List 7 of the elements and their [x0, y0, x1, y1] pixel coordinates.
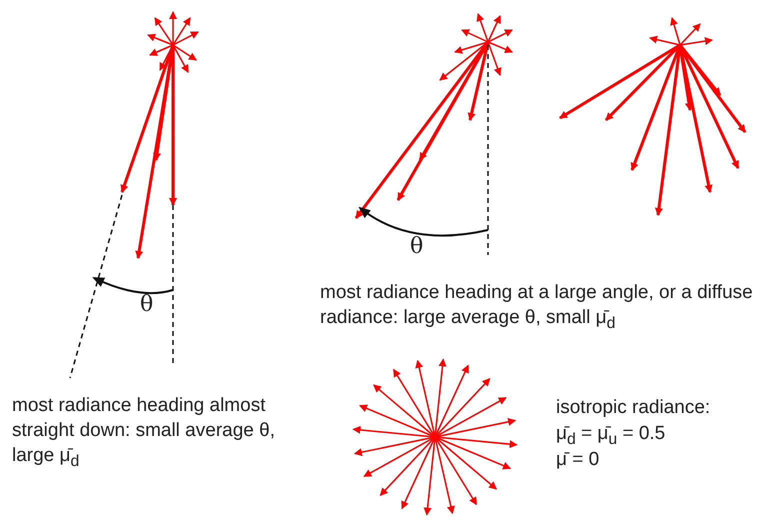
- equation-text: μ̄ = 0: [556, 448, 600, 472]
- angle-symbol: θ: [140, 292, 154, 317]
- equation-text: μ̄$_{d}$ = μ̄$_{u}$ = 0.5: [556, 422, 666, 450]
- caption-text: most radiance heading almost straight down: small average θ, large μ̄$_{d}$: [12, 394, 276, 472]
- caption-text: isotropic radiance:: [556, 396, 712, 420]
- angle-symbol: θ: [410, 234, 424, 259]
- caption-text: most radiance heading at a large angle, or a diffuse radiance: large average θ, small μ̄$_{d}$: [320, 281, 754, 334]
